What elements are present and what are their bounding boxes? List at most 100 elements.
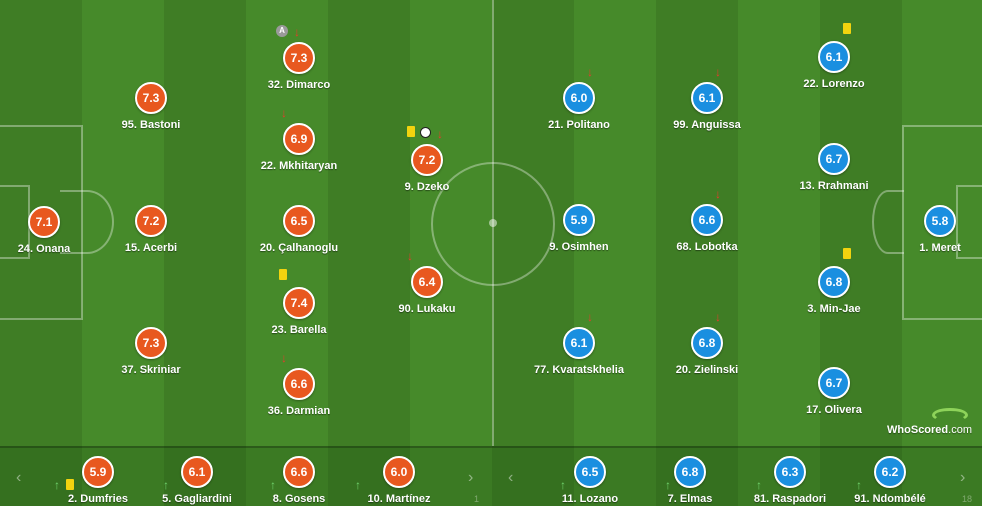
player-label: 90. Lukaku xyxy=(398,303,456,315)
player-label: 9. Dzeko xyxy=(404,181,450,193)
whoscored-logo-icon xyxy=(932,408,968,422)
player-label: 11. Lozano xyxy=(561,493,619,505)
player-label: 17. Olivera xyxy=(806,404,862,416)
rating-badge: 7.2 xyxy=(411,144,443,176)
subbed-off-icon: ↓ xyxy=(587,65,593,79)
right-goal-area xyxy=(956,185,982,259)
player-label: 95. Bastoni xyxy=(121,119,181,131)
rating-badge: 7.1 xyxy=(28,206,60,238)
player-label: 20. Çalhanoglu xyxy=(259,242,339,254)
rating-badge: 6.6 xyxy=(283,368,315,400)
rating-badge: 6.8 xyxy=(691,327,723,359)
subbed-on-icon: ↑ xyxy=(665,478,671,492)
rating-badge: 6.0 xyxy=(563,82,595,114)
subbed-on-icon: ↑ xyxy=(355,478,361,492)
whoscored-logo: WhoScored.com xyxy=(887,424,972,436)
player-label: 3. Min-Jae xyxy=(807,303,861,315)
rating-badge: 6.8 xyxy=(674,456,706,488)
player-label: 7. Elmas xyxy=(667,493,713,505)
player-label: 22. Mkhitaryan xyxy=(260,160,338,172)
player-label: 91. Ndombélé xyxy=(854,493,926,505)
subbed-on-icon: ↑ xyxy=(270,478,276,492)
away-subs-next-button[interactable]: › xyxy=(960,469,966,486)
rating-badge: 6.1 xyxy=(181,456,213,488)
player-label: 10. Martínez xyxy=(367,493,431,505)
player-label: 24. Onana xyxy=(17,243,71,255)
subbed-off-icon: ↓ xyxy=(281,106,287,120)
rating-badge: 6.9 xyxy=(283,123,315,155)
subbed-on-icon: ↑ xyxy=(756,478,762,492)
home-subs-prev-button[interactable]: ‹ xyxy=(16,469,22,486)
subbed-off-icon: ↓ xyxy=(715,310,721,324)
player-label: 23. Barella xyxy=(271,324,327,336)
subbed-off-icon: ↓ xyxy=(715,187,721,201)
rating-badge: 6.1 xyxy=(563,327,595,359)
player-label: 20. Zielinski xyxy=(675,364,739,376)
rating-badge: 6.8 xyxy=(818,266,850,298)
yellow-card-icon xyxy=(843,23,851,34)
subbed-off-icon: ↓ xyxy=(437,127,443,141)
rating-badge: 7.3 xyxy=(283,42,315,74)
goal-ball-icon xyxy=(420,127,431,138)
yellow-card-icon xyxy=(843,248,851,259)
rating-badge: 7.4 xyxy=(283,287,315,319)
subbed-off-icon: ↓ xyxy=(715,65,721,79)
subbed-off-icon: ↓ xyxy=(281,351,287,365)
player-label: 37. Skriniar xyxy=(121,364,181,376)
rating-badge: 6.4 xyxy=(411,266,443,298)
player-label: 68. Lobotka xyxy=(676,241,738,253)
player-label: 13. Rrahmani xyxy=(799,180,869,192)
center-circle xyxy=(431,162,555,286)
subbed-on-icon: ↑ xyxy=(54,478,60,492)
rating-badge: 7.3 xyxy=(135,82,167,114)
player-label: 36. Darmian xyxy=(267,405,331,417)
rating-badge: 7.2 xyxy=(135,205,167,237)
subbed-off-icon: ↓ xyxy=(587,310,593,324)
player-label: 9. Osimhen xyxy=(549,241,609,253)
player-label: 5. Gagliardini xyxy=(162,493,232,505)
player-label: 81. Raspadori xyxy=(753,493,827,505)
away-subs-prev-button[interactable]: ‹ xyxy=(508,469,514,486)
rating-badge: 6.3 xyxy=(774,456,806,488)
player-label: 32. Dimarco xyxy=(267,79,331,91)
player-label: 8. Gosens xyxy=(272,493,326,505)
rating-badge: 7.3 xyxy=(135,327,167,359)
right-penalty-arc xyxy=(872,190,904,254)
subbed-on-icon: ↑ xyxy=(163,478,169,492)
rating-badge: 6.6 xyxy=(691,204,723,236)
yellow-card-icon xyxy=(66,479,74,490)
yellow-card-icon xyxy=(279,269,287,280)
player-label: 22. Lorenzo xyxy=(803,78,865,90)
rating-badge: 6.2 xyxy=(874,456,906,488)
subbed-on-icon: ↑ xyxy=(856,478,862,492)
rating-badge: 6.5 xyxy=(574,456,606,488)
subbed-on-icon: ↑ xyxy=(560,478,566,492)
left-penalty-arc xyxy=(60,190,114,254)
home-subs-pager: 1 xyxy=(474,494,480,504)
rating-badge: 6.1 xyxy=(691,82,723,114)
subbed-off-icon: ↓ xyxy=(294,25,300,39)
player-label: 77. Kvaratskhelia xyxy=(534,364,624,376)
subbed-off-icon: ↓ xyxy=(407,249,413,263)
home-subs-next-button[interactable]: › xyxy=(468,469,474,486)
away-subs-pager: 18 xyxy=(962,494,973,504)
captain-icon: A xyxy=(276,25,288,37)
rating-badge: 6.7 xyxy=(818,367,850,399)
rating-badge: 5.8 xyxy=(924,205,956,237)
rating-badge: 6.0 xyxy=(383,456,415,488)
player-label: 99. Anguissa xyxy=(673,119,741,131)
rating-badge: 6.1 xyxy=(818,41,850,73)
substitutes-bar: ‹ › 1 ‹ › 18 ↑ 5.9 2. Dumfries ↑ 6.1 5. … xyxy=(0,446,982,506)
yellow-card-icon xyxy=(407,126,415,137)
player-label: 1. Meret xyxy=(919,242,961,254)
pitch: 7.1 24. Onana 7.3 95. Bastoni 7.2 15. Ac… xyxy=(0,0,982,446)
rating-badge: 6.7 xyxy=(818,143,850,175)
rating-badge: 5.9 xyxy=(563,204,595,236)
player-label: 2. Dumfries xyxy=(68,493,128,505)
rating-badge: 6.5 xyxy=(283,205,315,237)
rating-badge: 6.6 xyxy=(283,456,315,488)
rating-badge: 5.9 xyxy=(82,456,114,488)
center-spot xyxy=(489,219,497,227)
player-label: 21. Politano xyxy=(548,119,610,131)
